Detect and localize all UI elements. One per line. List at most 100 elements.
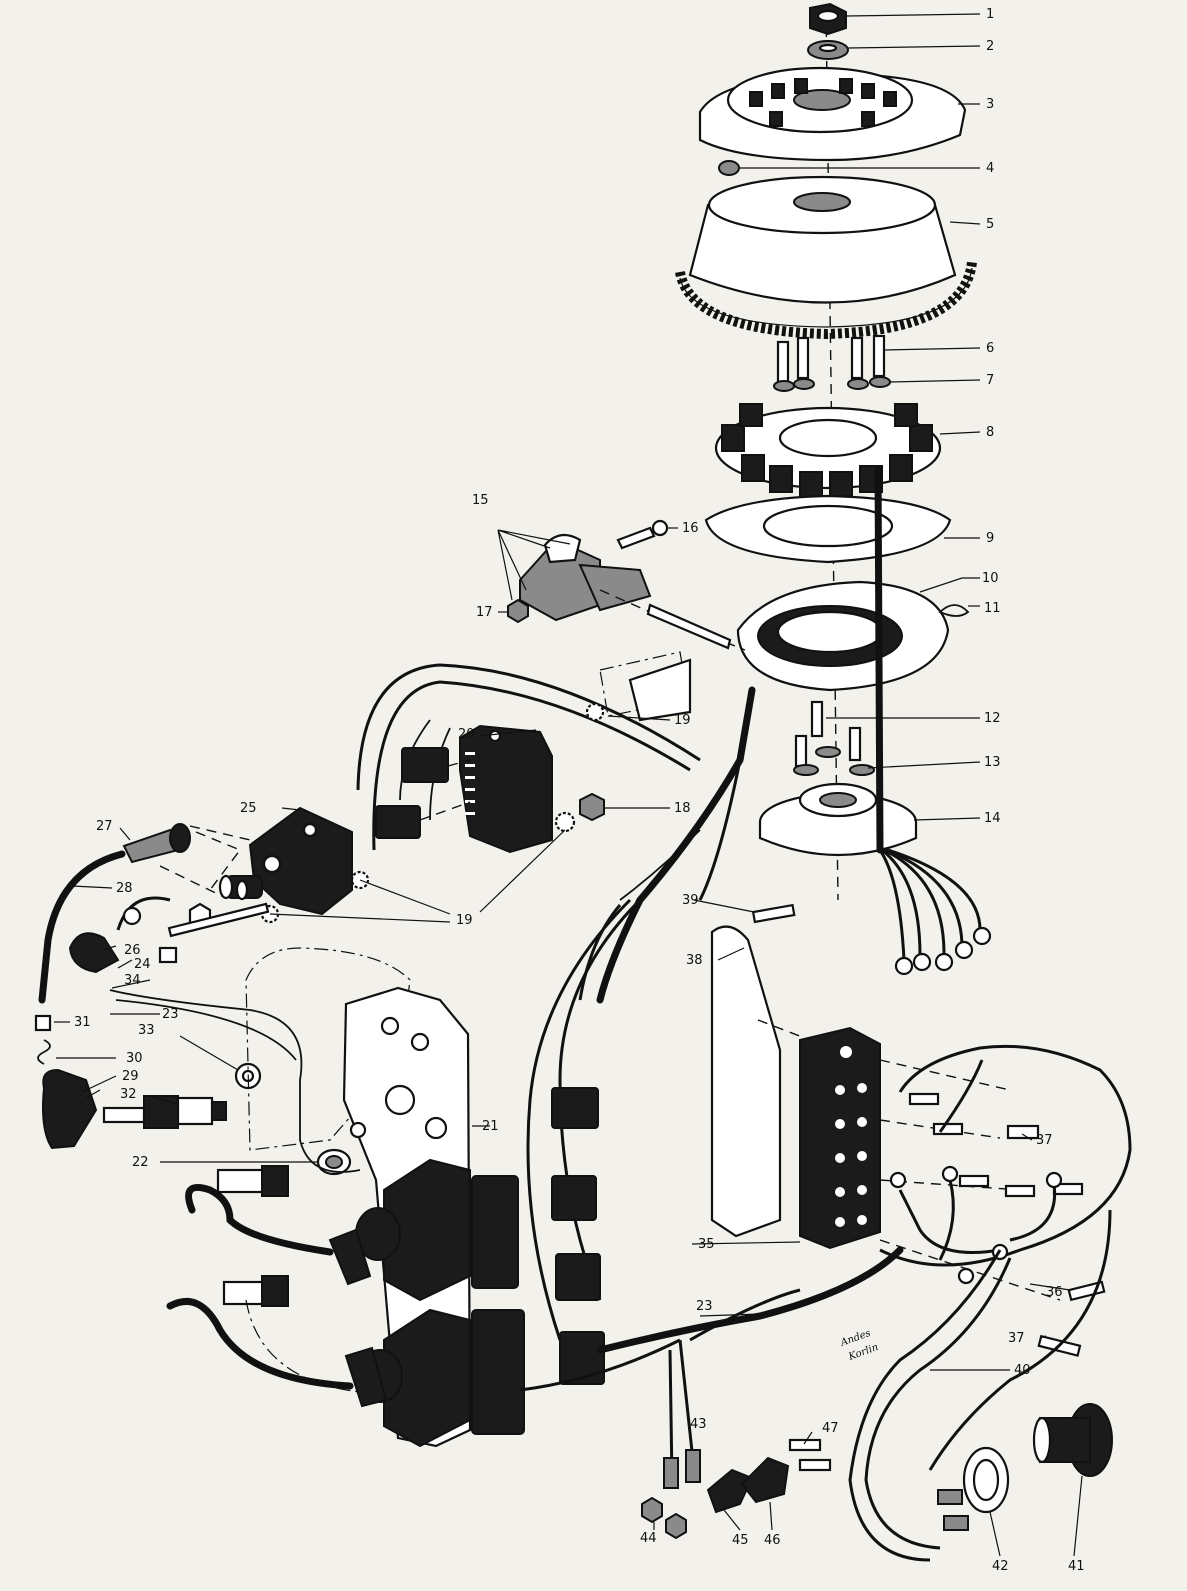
switch-box-part-20 bbox=[459, 724, 553, 854]
condenser-bracket bbox=[628, 658, 692, 722]
callout-5: 5 bbox=[986, 217, 994, 232]
nut-part-31 bbox=[34, 1014, 52, 1032]
callout-46: 46 bbox=[764, 1533, 781, 1548]
nut-part-17 bbox=[507, 598, 529, 624]
callout-47: 47 bbox=[822, 1421, 839, 1436]
callout-19-a: 19 bbox=[674, 713, 691, 728]
callout-4: 4 bbox=[986, 161, 994, 176]
callout-13: 13 bbox=[984, 755, 1001, 770]
armature-plate-part-10 bbox=[736, 580, 950, 692]
bolt-part-39 bbox=[751, 903, 796, 924]
bolt-part-34 bbox=[167, 902, 270, 938]
callout-39: 39 bbox=[682, 893, 699, 908]
breaker-points-part-15 bbox=[519, 533, 652, 622]
lead-terminal-part-24 bbox=[68, 932, 120, 974]
callout-32: 32 bbox=[120, 1087, 137, 1102]
callout-30: 30 bbox=[126, 1051, 143, 1066]
screws-part-6 bbox=[776, 334, 886, 384]
callout-leader-lines bbox=[54, 13, 1083, 1557]
screw-part-47-b bbox=[798, 1458, 832, 1472]
plate-part-9 bbox=[704, 494, 952, 564]
callout-12: 12 bbox=[984, 711, 1001, 726]
washer-part-16 bbox=[651, 519, 669, 537]
terminal-wires bbox=[879, 1044, 1132, 1285]
callout-25: 25 bbox=[240, 801, 257, 816]
cup-slots bbox=[749, 78, 897, 127]
ring-nut-part-42 bbox=[962, 1446, 1010, 1514]
screw-part-16 bbox=[616, 526, 656, 550]
callout-6: 6 bbox=[986, 341, 994, 356]
grommet-part-22 bbox=[316, 1148, 352, 1176]
callout-44: 44 bbox=[640, 1531, 657, 1546]
mount-bracket-part-38 bbox=[710, 925, 782, 1238]
nut-part-44-b bbox=[665, 1512, 687, 1540]
starter-cup-part-3 bbox=[698, 66, 967, 162]
nut-part-1 bbox=[809, 2, 847, 36]
stator-part-8 bbox=[714, 403, 942, 499]
callout-22: 22 bbox=[132, 1155, 149, 1170]
cable-terminals bbox=[937, 1489, 969, 1531]
bolt-head-part-34 bbox=[158, 946, 178, 964]
screw-part-47-a bbox=[788, 1438, 822, 1452]
small-nut-part-4 bbox=[718, 160, 740, 176]
callout-36: 36 bbox=[1046, 1285, 1063, 1300]
star-washer-part-19-b bbox=[554, 811, 576, 833]
callout-24: 24 bbox=[134, 957, 151, 972]
bearing-plate-part-14 bbox=[758, 782, 918, 856]
flywheel-part-5 bbox=[675, 175, 977, 340]
callout-41: 41 bbox=[1068, 1559, 1085, 1574]
lower-harness bbox=[519, 1338, 681, 1392]
lead-wire-part-23-upper-b bbox=[115, 999, 297, 1061]
coil-dash-lines bbox=[159, 825, 251, 899]
spark-leads-right bbox=[166, 1165, 388, 1408]
harness-main bbox=[356, 663, 756, 1341]
stator-coils bbox=[721, 403, 933, 499]
callout-43: 43 bbox=[690, 1417, 707, 1432]
lead-wire-part-23-upper bbox=[109, 989, 361, 1173]
coil-outline bbox=[245, 1299, 361, 1393]
callout-23-a: 23 bbox=[162, 1007, 179, 1022]
callout-35: 35 bbox=[698, 1237, 715, 1252]
ground-wire-part-24 bbox=[116, 896, 171, 931]
callout-numbers: 1 2 3 4 5 6 7 8 9 10 11 12 13 14 15 16 1… bbox=[74, 7, 1085, 1574]
ignition-coil-upper bbox=[355, 1158, 519, 1302]
callout-23-b: 23 bbox=[696, 1299, 713, 1314]
connector-blocks-top bbox=[375, 747, 449, 839]
callout-2: 2 bbox=[986, 39, 994, 54]
callout-21: 21 bbox=[482, 1119, 499, 1134]
spark-plug-boot-part-29 bbox=[42, 1068, 98, 1150]
callout-34: 34 bbox=[124, 973, 141, 988]
connector-blocks-right bbox=[551, 1087, 605, 1385]
callout-14: 14 bbox=[984, 811, 1001, 826]
insulator-part-45 bbox=[706, 1468, 754, 1514]
callout-19-b: 19 bbox=[456, 913, 473, 928]
receptacle-part-41 bbox=[1032, 1403, 1113, 1477]
link-arm bbox=[646, 603, 732, 650]
callout-15: 15 bbox=[472, 493, 489, 508]
coil-cap-part-25 bbox=[218, 806, 353, 916]
screws-part-12 bbox=[794, 700, 862, 768]
battery-cable-part-40 bbox=[848, 1209, 1112, 1562]
callout-33: 33 bbox=[138, 1023, 155, 1038]
washer-part-26 bbox=[122, 906, 142, 926]
callout-11: 11 bbox=[984, 601, 1001, 616]
spark-plug-part-32 bbox=[102, 1095, 227, 1129]
ignition-coil-lower bbox=[357, 1308, 525, 1448]
washer-part-2 bbox=[807, 40, 849, 60]
battery-leads-part-43 bbox=[663, 1288, 801, 1489]
clip-part-11 bbox=[938, 604, 970, 617]
callout-8: 8 bbox=[986, 425, 994, 440]
callout-7: 7 bbox=[986, 373, 994, 388]
insulator-part-46 bbox=[740, 1456, 790, 1504]
lead-wire-part-28 bbox=[38, 850, 126, 1004]
star-washer-part-19-a bbox=[585, 702, 605, 722]
callout-37-a: 37 bbox=[1036, 1133, 1053, 1148]
screw-part-36 bbox=[1067, 1280, 1106, 1302]
callout-3: 3 bbox=[986, 97, 994, 112]
lockwashers-part-7 bbox=[773, 376, 891, 392]
callout-26: 26 bbox=[124, 943, 141, 958]
callout-27: 27 bbox=[96, 819, 113, 834]
spark-boot-part-27 bbox=[122, 823, 191, 864]
